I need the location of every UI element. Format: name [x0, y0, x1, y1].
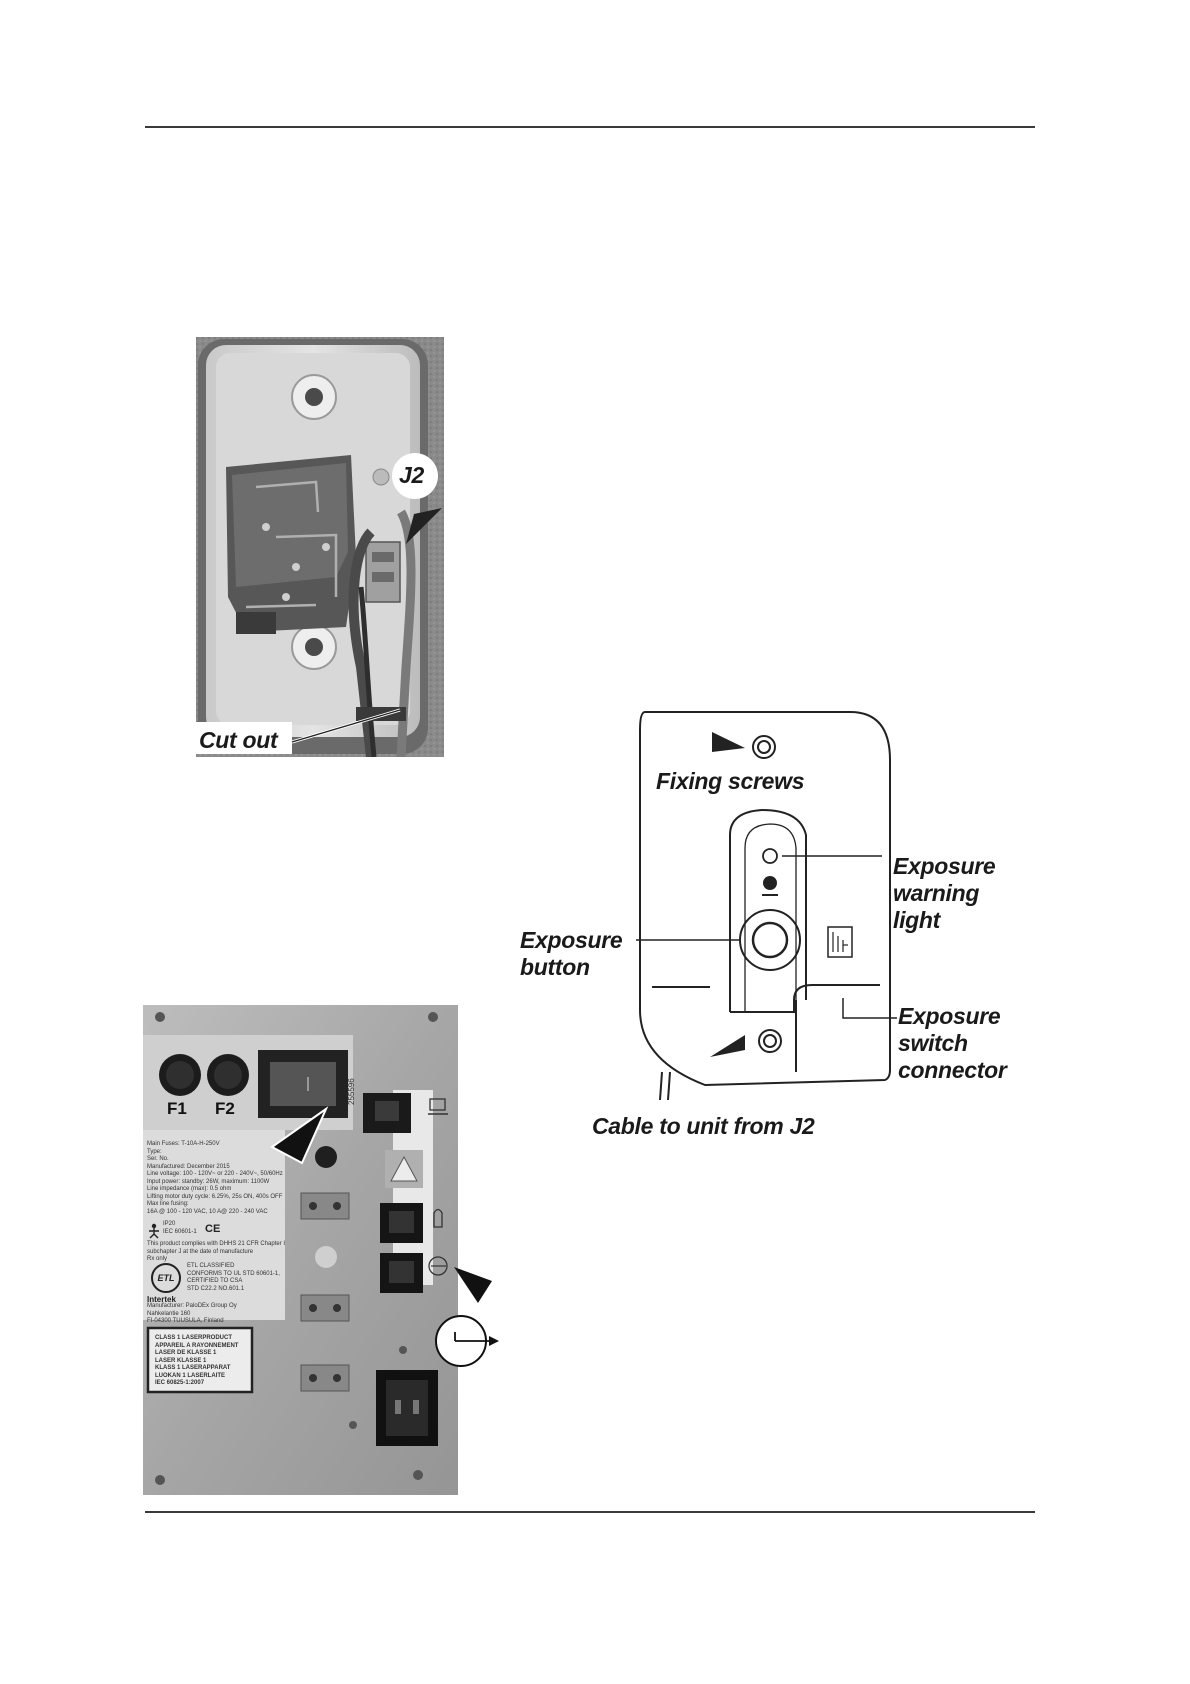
manufacturer-line: Manufacturer: PaloDEx Group Oy — [147, 1303, 237, 1309]
callout-line: switch — [898, 1030, 968, 1056]
fuse-f2-label: F2 — [215, 1099, 235, 1118]
callout-line: light — [893, 907, 941, 933]
callout-line: Exposure — [893, 853, 996, 879]
rating-line: Line impedance (max): 0.5 ohm — [147, 1186, 232, 1192]
top-fixing-screw-icon — [752, 735, 776, 759]
j2-callout: J2 — [399, 462, 424, 488]
laser-line: KLASS 1 LASERAPPARAT — [155, 1365, 231, 1371]
button-recess-outline — [729, 808, 807, 1012]
exposure-warning-light-icon — [762, 848, 778, 864]
laser-line: LASER KLASSE 1 — [155, 1357, 207, 1364]
cut-out-callout: Cut out — [199, 727, 278, 753]
rating-line: Lifting motor duty cycle: 6.25%, 25s ON,… — [147, 1193, 283, 1200]
connector-symbol-icon — [827, 926, 853, 958]
exposure-switch-port-icon — [428, 1256, 448, 1276]
laser-line: IEC 60825-1:2007 — [155, 1380, 205, 1386]
exposure-switch-symbol-icon — [435, 1315, 499, 1367]
listing-text: ETL CLASSIFIED CONFORMS TO UL STD 60601-… — [187, 1263, 280, 1293]
callout-line: Exposure — [520, 927, 623, 953]
rating-line: Manufactured: December 2015 — [147, 1163, 230, 1170]
exposure-button-callout: Exposure button — [520, 927, 623, 981]
radiation-symbol-icon — [763, 876, 777, 890]
rating-line: Input power: standby: 26W, maximum: 1100… — [147, 1178, 270, 1185]
switch-interior-image — [196, 337, 444, 757]
listing-line: CERTIFIED TO CSA — [187, 1278, 243, 1284]
part-code-label: 255596 — [347, 1078, 356, 1105]
manufacturer-line: FI-04300 TUUSULA, Finland — [147, 1318, 224, 1324]
type-b-applied-part-icon — [149, 1223, 159, 1239]
exposure-warning-light-callout: Exposure warning light — [893, 853, 996, 934]
laser-line: LUOKAN 1 LASERLAITE — [155, 1372, 226, 1379]
fixing-screws-callout: Fixing screws — [656, 768, 805, 794]
rating-line: Main Fuses: T-10A-H-250V — [147, 1141, 220, 1147]
exposure-button-icon — [739, 909, 801, 971]
listing-line: STD C22.2 NO.601.1 — [187, 1285, 245, 1292]
compliance-text: IP20 IEC 60601-1 — [163, 1221, 197, 1236]
rating-label: Main Fuses: T-10A-H-250V Type: Ser. No. … — [147, 1141, 283, 1216]
callout-line: Exposure — [898, 1003, 1001, 1029]
switch-interior-photo — [196, 337, 444, 757]
exposure-switch-connector-callout: Exposure switch connector — [898, 1003, 1007, 1084]
rating-line: Max line fusing: — [147, 1201, 189, 1207]
listing-line: CONFORMS TO UL STD 60601-1, — [187, 1270, 280, 1277]
rating-line: Ser. No. — [147, 1156, 169, 1162]
bottom-fixing-screw-icon — [758, 1029, 782, 1053]
compliance-line: subchapter J at the date of manufacture — [147, 1248, 254, 1255]
exposure-switch-schematic — [636, 711, 897, 1100]
compliance-statement: This product complies with DHHS 21 CFR C… — [147, 1241, 285, 1264]
laser-line: CLASS 1 LASERPRODUCT — [155, 1335, 233, 1341]
manufacturer-text: Manufacturer: PaloDEx Group Oy Nahkelant… — [147, 1303, 237, 1326]
bottom-screw-arrow-pointer-icon — [710, 1035, 745, 1057]
laser-line: LASER DE KLASSE 1 — [155, 1350, 217, 1356]
etl-mark-icon: ETL — [151, 1263, 181, 1293]
rear-panel-photo: F1 F2 255596 Main Fuses: T-10A-H-250V Ty… — [143, 1005, 458, 1495]
computer-port-icon — [428, 1098, 448, 1115]
j2-badge — [392, 453, 438, 499]
callout-line: warning — [893, 880, 980, 906]
switch-body-outline — [639, 711, 891, 1087]
compliance-line: Rx only — [147, 1256, 168, 1262]
cut-out-label-backdrop — [196, 722, 292, 754]
cut-out-leader-line — [291, 708, 401, 744]
hand-switch-port-icon — [433, 1208, 443, 1228]
rear-panel-background — [143, 1005, 458, 1495]
ce-mark-icon: CE — [205, 1223, 221, 1235]
header-rule — [145, 126, 1035, 128]
top-screw-arrow-pointer-icon — [712, 732, 745, 752]
laser-line: APPAREIL A RAYONNEMENT — [155, 1342, 239, 1349]
compliance-line: IEC 60601-1 — [163, 1228, 197, 1235]
rating-line: Type: — [147, 1148, 162, 1155]
manufacturer-line: Nahkelantie 160 — [147, 1310, 191, 1317]
listing-line: ETL CLASSIFIED — [187, 1263, 235, 1269]
rating-line: Line voltage: 100 - 120V~ or 220 - 240V~… — [147, 1171, 283, 1177]
compliance-line: IP20 — [163, 1221, 176, 1227]
j2-arrow-pointer-icon — [406, 508, 442, 544]
intertek-logo: Intertek — [147, 1295, 176, 1304]
compliance-line: This product complies with DHHS 21 CFR C… — [147, 1241, 286, 1247]
laser-warning-label: CLASS 1 LASERPRODUCT APPAREIL A RAYONNEM… — [155, 1335, 238, 1388]
callout-line: connector — [898, 1057, 1007, 1083]
exposure-port-arrow-pointer-icon — [454, 1267, 492, 1303]
callout-line: button — [520, 954, 590, 980]
fuse-f1-label: F1 — [167, 1099, 187, 1118]
rating-line: 16A @ 100 - 120 VAC, 10 A@ 220 - 240 VAC — [147, 1208, 268, 1215]
bracket-arrow-pointer-icon — [270, 1106, 329, 1165]
footer-rule — [145, 1511, 1035, 1513]
cable-callout: Cable to unit from J2 — [592, 1113, 815, 1139]
